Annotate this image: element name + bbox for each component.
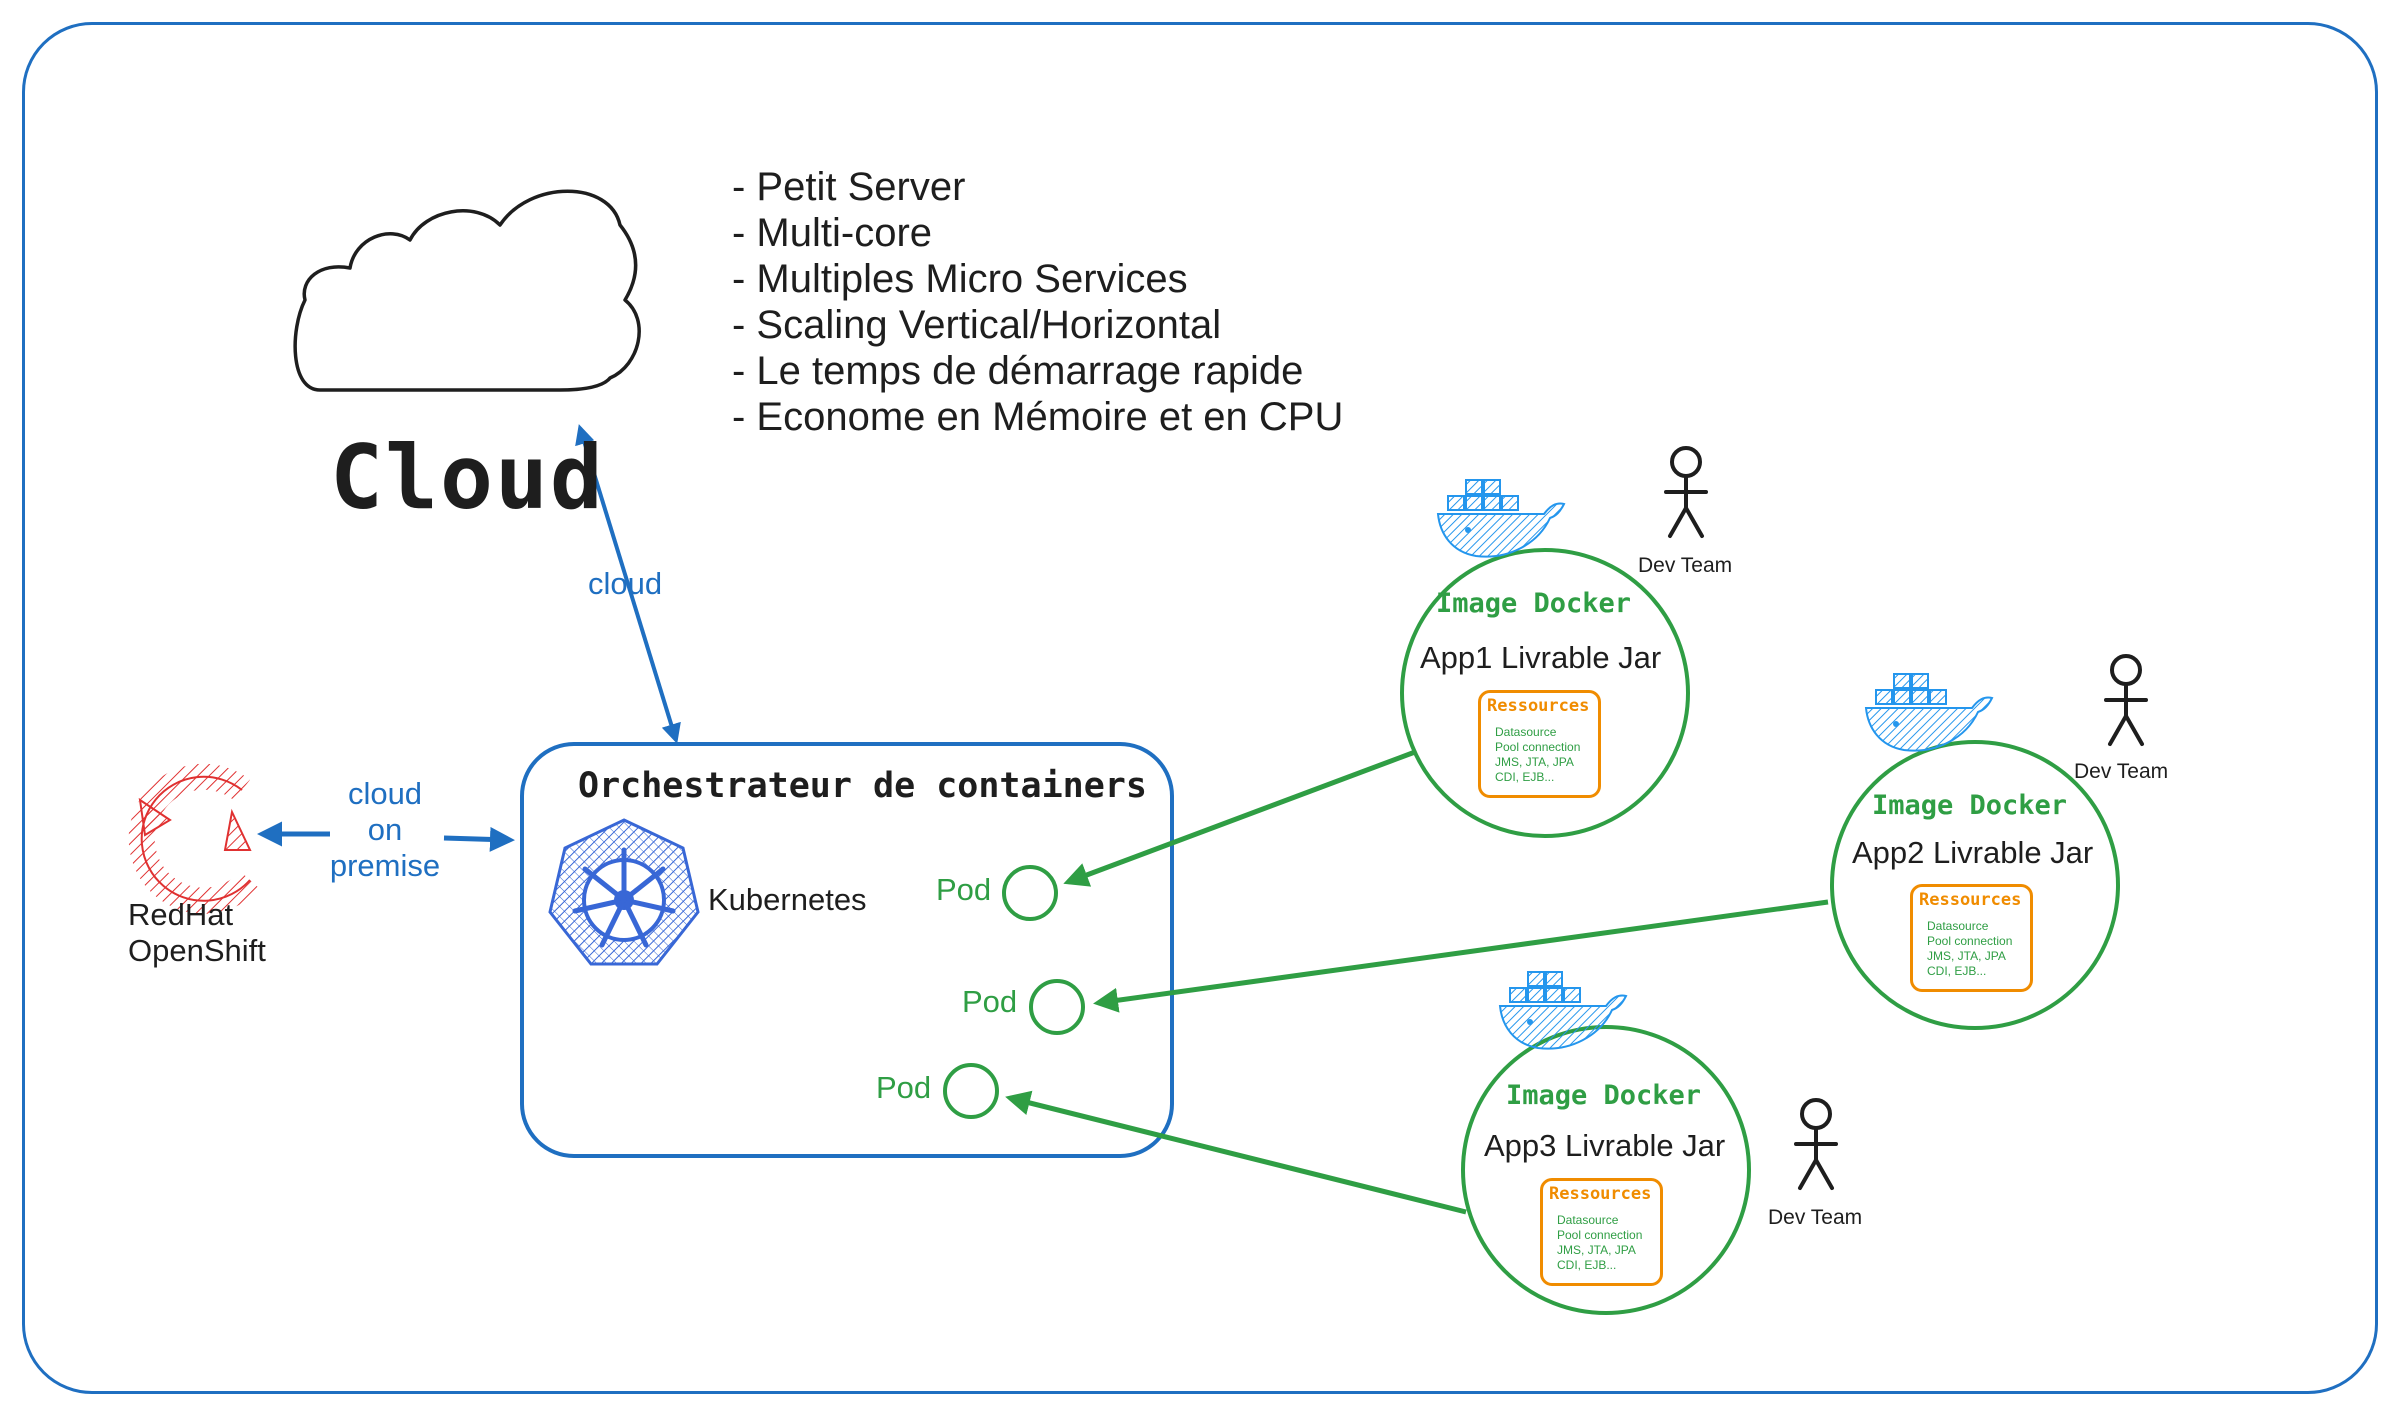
resource-item: Pool connection: [1495, 740, 1581, 754]
feature-item: - Multi-core: [732, 211, 933, 255]
app2-image-docker-label: Image Docker: [1872, 790, 2068, 821]
app2-circle: [1830, 740, 2120, 1030]
pod-label: Pod: [936, 872, 992, 907]
app2-to-pod-arrow: [1093, 899, 1829, 1013]
stick-figure-icon: [2104, 654, 2148, 746]
resource-item: Datasource: [1557, 1213, 1619, 1227]
resource-item: Pool connection: [1557, 1228, 1643, 1242]
resources-title: Ressources: [1919, 890, 2022, 910]
onprem-label-line: premise: [329, 848, 441, 883]
cloud-icon: [293, 189, 641, 392]
resource-item: JMS, JTA, JPA: [1927, 949, 2006, 963]
kubernetes-label: Kubernetes: [708, 882, 867, 917]
orchestrator-title: Orchestrateur de containers: [578, 766, 1147, 806]
resource-item: JMS, JTA, JPA: [1495, 755, 1574, 769]
cloud-arrow: [575, 424, 681, 744]
kubernetes-icon: [548, 818, 700, 966]
app2-title: App2 Livrable Jar: [1852, 835, 2094, 870]
stick-figure-icon: [1794, 1098, 1838, 1190]
app2-resources-box: Ressources Datasource Pool connection JM…: [1910, 884, 2033, 992]
cloud-arrow-label: cloud: [588, 566, 663, 601]
cloud-title: Cloud: [330, 426, 605, 529]
onprem-label-line: on: [367, 812, 403, 847]
app3-title: App3 Livrable Jar: [1484, 1128, 1726, 1163]
onprem-label-line: cloud: [347, 776, 423, 811]
feature-list: - Petit Server - Multi-core - Multiples …: [732, 164, 1343, 440]
resource-item: Datasource: [1927, 919, 1989, 933]
pod-label: Pod: [962, 984, 1018, 1019]
app1-title: App1 Livrable Jar: [1420, 640, 1662, 675]
pod-circle-1: [1002, 865, 1058, 921]
resource-item: Datasource: [1495, 725, 1557, 739]
app1-to-pod-arrow: [1063, 749, 1416, 887]
app3-resources-box: Ressources Datasource Pool connection JM…: [1540, 1178, 1663, 1286]
redhat-label-line: OpenShift: [128, 933, 266, 968]
feature-item: - Scaling Vertical/Horizontal: [732, 303, 1222, 347]
resource-item: Pool connection: [1927, 934, 2013, 948]
app1-image-docker-label: Image Docker: [1436, 588, 1632, 619]
outer-frame: [22, 22, 2378, 1394]
redhat-label-line: RedHat: [128, 897, 234, 932]
feature-item: - Multiples Micro Services: [732, 257, 1188, 301]
app3-to-pod-arrow: [1005, 1090, 1467, 1215]
resource-item: JMS, JTA, JPA: [1557, 1243, 1636, 1257]
pod-label: Pod: [876, 1070, 932, 1105]
pod-circle-3: [943, 1063, 999, 1119]
feature-item: - Petit Server: [732, 165, 966, 209]
stick-figure-icon: [1664, 446, 1708, 538]
resources-title: Ressources: [1549, 1184, 1652, 1204]
app1-circle: [1400, 548, 1690, 838]
redhat-label: RedHat OpenShift: [128, 897, 266, 969]
app1-dev-team-label: Dev Team: [1638, 554, 1733, 577]
resources-title: Ressources: [1487, 696, 1590, 716]
app3-image-docker-label: Image Docker: [1506, 1080, 1702, 1111]
pod-circle-2: [1029, 979, 1085, 1035]
docker-whale-icon: [1865, 673, 1993, 752]
app2-dev-team-label: Dev Team: [2074, 760, 2169, 783]
app3-dev-team-label: Dev Team: [1768, 1206, 1863, 1229]
docker-whale-icon: [1437, 479, 1565, 558]
app3-circle: [1461, 1025, 1751, 1315]
feature-item: - Econome en Mémoire et en CPU: [732, 395, 1344, 439]
resource-item: CDI, EJB...: [1557, 1258, 1617, 1272]
redhat-openshift-icon: [128, 763, 260, 914]
resource-item: CDI, EJB...: [1927, 964, 1987, 978]
feature-item: - Le temps de démarrage rapide: [732, 349, 1304, 393]
onprem-arrow-right: [443, 826, 515, 852]
onprem-label: cloud on premise: [320, 776, 450, 884]
resource-item: CDI, EJB...: [1495, 770, 1555, 784]
orchestrator-box: [520, 742, 1174, 1158]
docker-whale-icon: [1499, 971, 1627, 1050]
app1-resources-box: Ressources Datasource Pool connection JM…: [1478, 690, 1601, 798]
